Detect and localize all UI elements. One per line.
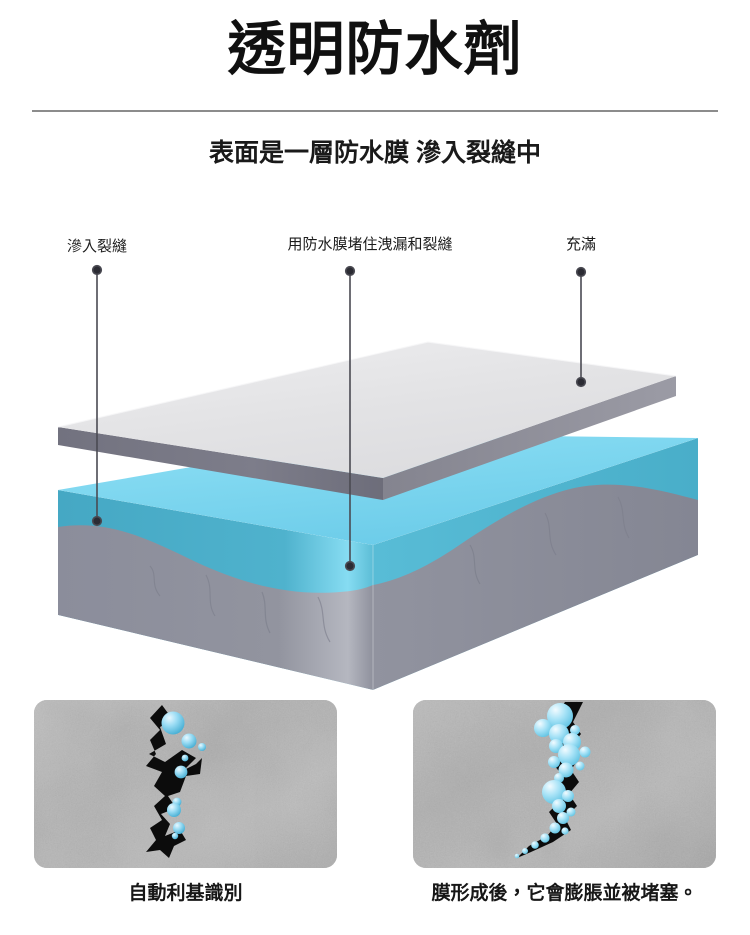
droplet	[167, 803, 181, 817]
bubble	[566, 807, 576, 817]
bubble	[579, 746, 591, 758]
bubble	[570, 725, 580, 735]
crack-shape	[146, 705, 202, 858]
leader-dot-1-bottom	[91, 515, 103, 527]
leader-dot-1-top	[91, 264, 103, 276]
bubble	[547, 703, 573, 729]
bubble	[540, 833, 550, 843]
concrete-front-face	[58, 525, 373, 690]
bubble	[514, 853, 520, 859]
bubble	[557, 812, 569, 824]
droplet	[181, 754, 189, 762]
photo-crack-sealed	[413, 700, 716, 868]
leader-dot-3-top	[575, 266, 587, 278]
droplet	[161, 711, 185, 735]
concrete-right-face	[373, 484, 698, 690]
page-title: 透明防水劑	[227, 17, 523, 82]
photo-crack-detected	[34, 700, 337, 868]
callout-penetrate-crack: 滲入裂縫	[66, 238, 128, 255]
droplet	[173, 822, 185, 834]
droplet	[171, 832, 179, 840]
callout-fill: 充滿	[565, 236, 597, 253]
bubble	[534, 719, 552, 737]
caption-crack-detected: 自動利基識別	[128, 883, 243, 904]
header-divider	[32, 110, 718, 112]
bubble	[549, 822, 561, 834]
leader-dot-3-bottom	[575, 376, 587, 388]
caption-crack-sealed: 膜形成後，它會膨脹並被堵塞。	[431, 883, 698, 904]
droplet	[181, 733, 197, 749]
photo-left-graphic	[34, 700, 337, 868]
bubble	[558, 762, 574, 778]
bubble	[531, 841, 539, 849]
bubble	[558, 744, 580, 766]
bubble	[562, 790, 574, 802]
bubble	[561, 827, 569, 835]
photo-right-graphic	[413, 700, 716, 868]
leader-lines	[91, 264, 587, 572]
bubble	[552, 799, 566, 813]
bubble	[575, 761, 585, 771]
bubble	[548, 756, 560, 768]
droplet	[198, 743, 206, 751]
leader-dot-2-top	[344, 265, 356, 277]
liquid-layer-top	[58, 434, 698, 545]
membrane-plate	[57, 341, 677, 500]
page-subtitle: 表面是一層防水膜 滲入裂縫中	[209, 139, 541, 167]
leader-dot-2-bottom	[344, 560, 356, 572]
bubble	[542, 780, 566, 804]
callout-seal-leaks: 用防水膜堵住洩漏和裂縫	[287, 236, 453, 253]
droplet	[174, 765, 188, 779]
bubble	[522, 848, 528, 854]
